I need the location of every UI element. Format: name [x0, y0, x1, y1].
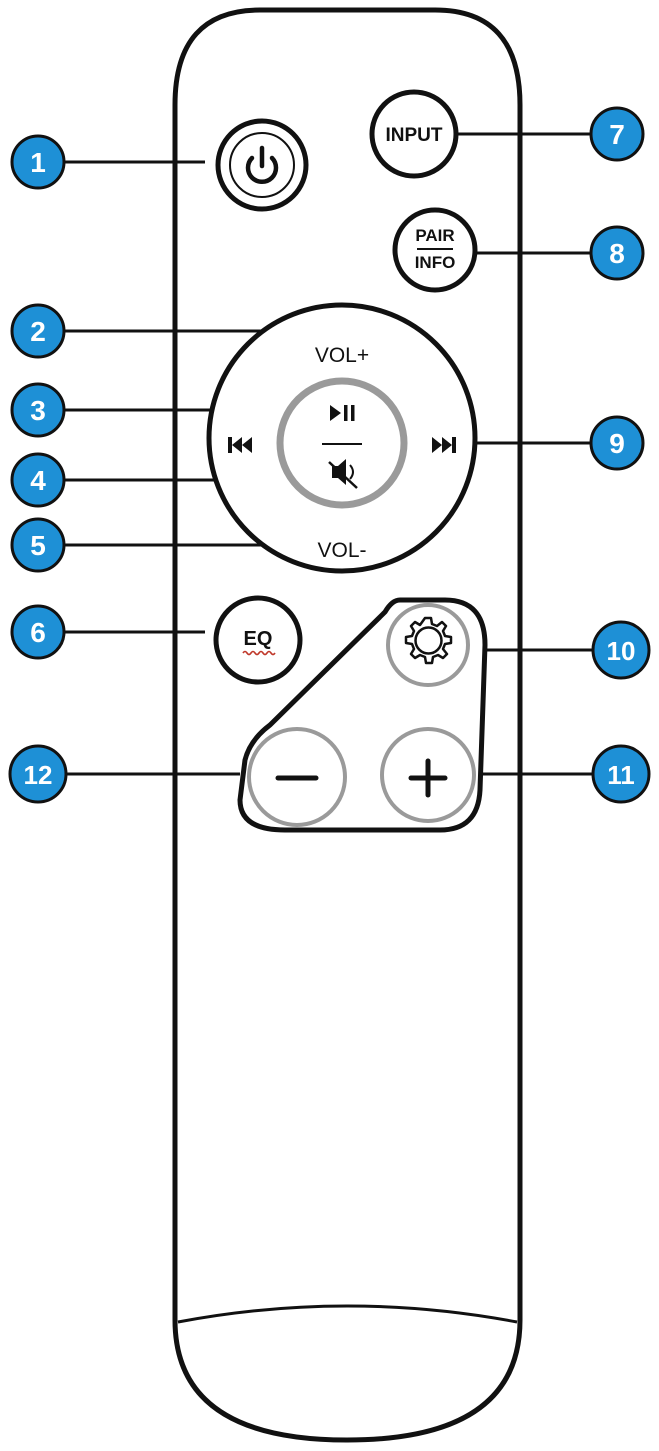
- callout-1: 1: [10, 134, 66, 190]
- plus-button[interactable]: [380, 727, 476, 823]
- callout-6: 6: [10, 604, 66, 660]
- play-pause-icon: [330, 405, 355, 421]
- callout-9: 9: [589, 415, 645, 471]
- gear-icon: [404, 616, 453, 665]
- mute-icon: [328, 459, 358, 489]
- callout-5: 5: [10, 517, 66, 573]
- svg-text:5: 5: [30, 530, 46, 561]
- previous-track-icon: [228, 437, 252, 453]
- svg-text:10: 10: [607, 636, 636, 666]
- power-icon: [245, 145, 279, 185]
- next-button[interactable]: [420, 425, 465, 465]
- svg-text:9: 9: [609, 428, 625, 459]
- eq-underline: [242, 650, 276, 656]
- plus-icon: [408, 758, 448, 798]
- svg-text:4: 4: [30, 465, 46, 496]
- vol-down-button[interactable]: VOL-: [317, 539, 366, 562]
- minus-button[interactable]: [247, 727, 347, 827]
- remote-bottom-cap-line: [177, 1304, 518, 1324]
- callout-11: 11: [591, 744, 651, 804]
- callout-lines: [62, 132, 600, 776]
- svg-text:2: 2: [30, 316, 46, 347]
- input-button[interactable]: INPUT: [369, 89, 459, 179]
- callout-8: 8: [589, 225, 645, 281]
- svg-text:11: 11: [607, 760, 635, 790]
- callout-10: 10: [591, 620, 651, 680]
- svg-text:8: 8: [609, 238, 625, 269]
- svg-text:7: 7: [609, 119, 625, 150]
- settings-button[interactable]: [386, 603, 470, 687]
- svg-text:3: 3: [30, 395, 46, 426]
- callout-12: 12: [8, 744, 68, 804]
- callout-2: 2: [10, 303, 66, 359]
- vol-up-button[interactable]: VOL+: [315, 344, 369, 367]
- eq-button[interactable]: EQ: [213, 595, 303, 685]
- next-track-icon: [432, 437, 456, 453]
- svg-text:1: 1: [30, 147, 46, 178]
- info-label: INFO: [415, 253, 456, 272]
- callout-badges: 1 2 3 4 5 6 7 8: [8, 106, 651, 804]
- callout-4: 4: [10, 452, 66, 508]
- callout-7: 7: [589, 106, 645, 162]
- svg-text:12: 12: [24, 760, 53, 790]
- power-button[interactable]: [215, 118, 309, 212]
- callout-3: 3: [10, 382, 66, 438]
- pair-info-button[interactable]: PAIR INFO: [392, 207, 478, 293]
- svg-text:6: 6: [30, 617, 46, 648]
- input-label: INPUT: [386, 125, 443, 146]
- play-pause-mute-button[interactable]: [276, 377, 408, 509]
- pair-label: PAIR: [415, 226, 454, 245]
- eq-label: EQ: [244, 628, 273, 650]
- previous-button[interactable]: [222, 425, 262, 465]
